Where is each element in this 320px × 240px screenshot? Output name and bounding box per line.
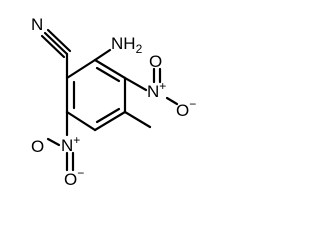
nitro-group-lower: N+ O O− [31,110,84,189]
nitro1-bond-o-right [165,96,179,106]
methyl-bond [123,110,152,129]
nitrile-triple-bond-1 [40,34,66,59]
benzene-ring [65,58,127,132]
nitro2-plus: + [73,133,80,147]
ring-bond-c3-c4 [93,110,127,132]
nitro1-o-top-label: O [149,52,162,71]
amino-group: NH2 [93,34,143,62]
nitrile-group: N [31,15,72,80]
ring-double-bond-c1-c2 [95,66,121,83]
nitro2-o-bottom-label: O− [64,166,84,189]
nitro2-n-label: N+ [61,133,80,155]
amine-label: NH2 [111,34,143,56]
nitrile-triple-bond-2 [43,31,69,56]
ring-bond-c6-c1 [65,58,97,80]
nitro1-o-right-label: O− [176,97,196,120]
amine-bond [93,48,112,62]
amine-n: N [111,34,123,53]
nitro2-minus: − [77,166,84,180]
nitro1-n-label: N+ [147,79,166,101]
nitro2-o-left-label: O [31,137,44,156]
nitrile-triple-bond-3 [46,28,72,53]
ring-bond-c1-c2 [93,58,127,80]
nitro-group-upper: N+ O O− [123,52,196,120]
nitrile-n-label: N [31,15,43,34]
ring-double-bond-c3-c4 [95,107,121,124]
nitro2-bond-o-left [46,137,61,147]
nitro1-minus: − [189,97,196,111]
nitro1-bond-ring [123,76,148,92]
nitro1-plus: + [159,79,166,93]
amine-h: H [123,34,135,53]
molecule-structure: N NH2 N+ O O− N+ O O− [31,15,196,189]
amine-h-count: 2 [136,42,143,56]
ring-bond-c4-c5 [65,110,97,132]
methyl-group [123,110,152,129]
